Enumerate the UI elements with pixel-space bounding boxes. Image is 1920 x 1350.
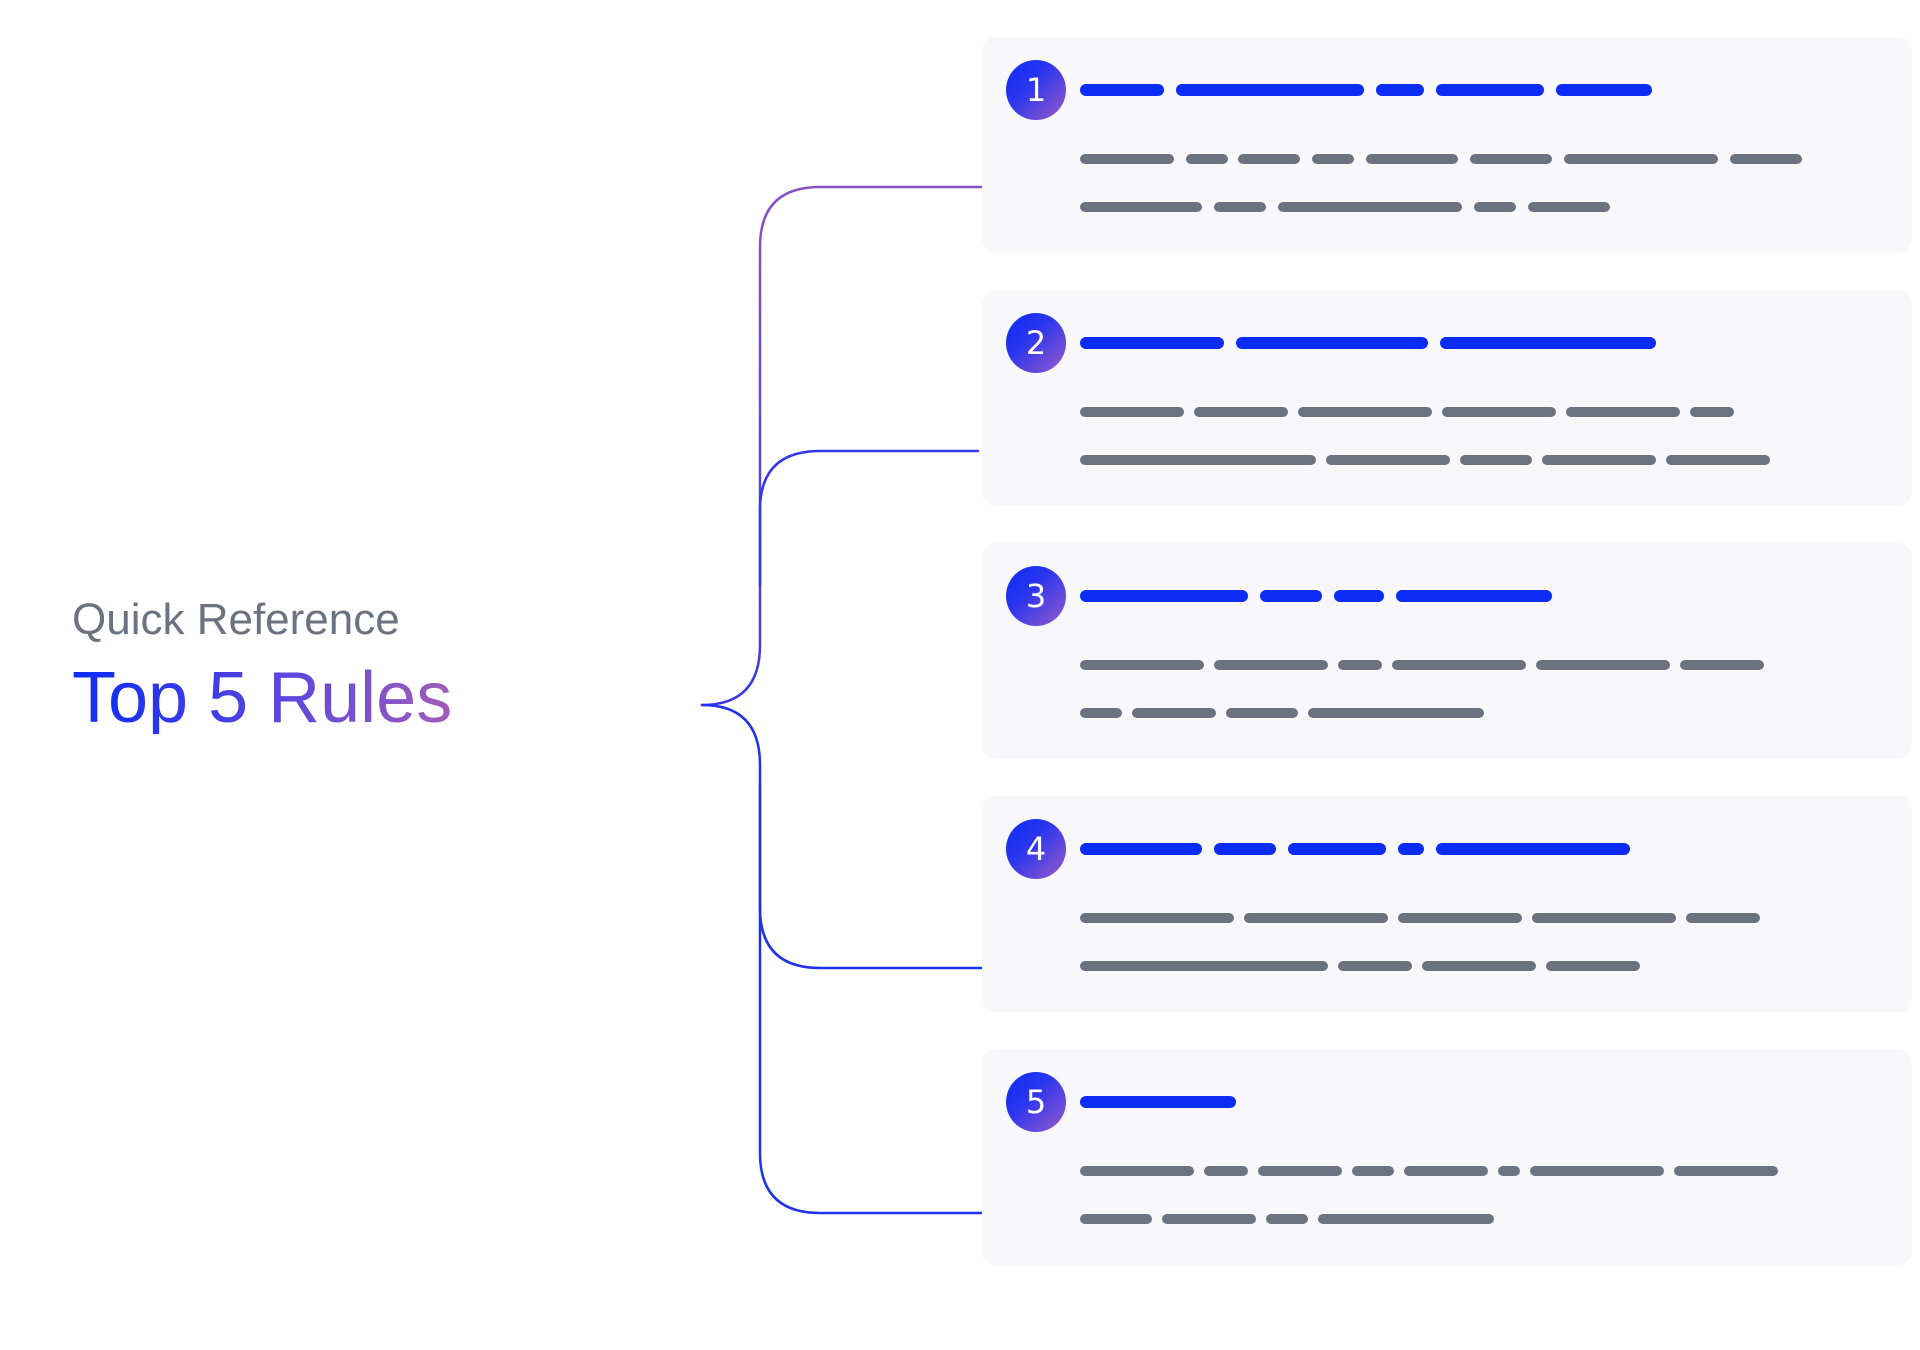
rule-text-placeholder — [1080, 407, 1184, 417]
rule-text-placeholder — [1080, 1214, 1152, 1224]
rule-title-placeholder — [1080, 337, 1224, 349]
rule-title-placeholder — [1236, 337, 1428, 349]
rule-text-placeholder — [1422, 961, 1536, 971]
rule-number-badge: 1 — [1006, 60, 1066, 120]
rule-text-placeholder — [1214, 660, 1328, 670]
rule-text-placeholder — [1498, 1166, 1520, 1176]
rule-text-placeholder — [1546, 961, 1640, 971]
rule-text-placeholder — [1258, 1166, 1342, 1176]
rule-title-placeholder — [1396, 590, 1552, 602]
rule-text-placeholder — [1080, 913, 1234, 923]
rule-text-placeholder — [1226, 708, 1298, 718]
rule-text-placeholder — [1312, 154, 1354, 164]
rule-text-placeholder — [1318, 1214, 1494, 1224]
rule-text-placeholder — [1564, 154, 1718, 164]
rule-text-placeholder — [1080, 961, 1328, 971]
rule-number-badge: 2 — [1006, 313, 1066, 373]
rule-title-placeholder — [1260, 590, 1322, 602]
rule-text-placeholder — [1338, 660, 1382, 670]
rule-text-placeholder — [1686, 913, 1760, 923]
rule-title-placeholder — [1176, 84, 1364, 96]
rule-text-placeholder — [1080, 154, 1174, 164]
rule-text-placeholder — [1266, 1214, 1308, 1224]
rule-text-placeholder — [1204, 1166, 1248, 1176]
rule-title-placeholder — [1376, 84, 1424, 96]
rule-text-placeholder — [1566, 407, 1680, 417]
rule-title-placeholder — [1288, 843, 1386, 855]
rule-text-placeholder — [1404, 1166, 1488, 1176]
rule-text-placeholder — [1542, 455, 1656, 465]
rule-title-placeholder — [1080, 84, 1164, 96]
rule-card-2: 2 — [982, 290, 1912, 506]
connector-branch-2 — [758, 449, 980, 587]
rule-card-4: 4 — [982, 796, 1912, 1012]
rule-text-placeholder — [1214, 202, 1266, 212]
rule-text-placeholder — [1392, 660, 1526, 670]
rule-text-placeholder — [1278, 202, 1462, 212]
rule-text-placeholder — [1162, 1214, 1256, 1224]
subtitle: Quick Reference — [72, 595, 400, 644]
rule-card-1: 1 — [982, 37, 1912, 253]
rule-text-placeholder — [1080, 202, 1202, 212]
rule-title-placeholder — [1334, 590, 1384, 602]
connector-branch-4 — [700, 703, 984, 970]
rule-title-placeholder — [1398, 843, 1424, 855]
rule-text-placeholder — [1366, 154, 1458, 164]
rule-text-placeholder — [1536, 660, 1670, 670]
connector-branch-5 — [758, 783, 984, 1215]
rule-text-placeholder — [1460, 455, 1532, 465]
connector-branch-1 — [700, 185, 984, 707]
rule-text-placeholder — [1080, 455, 1316, 465]
rule-text-placeholder — [1352, 1166, 1394, 1176]
rule-text-placeholder — [1474, 202, 1516, 212]
rule-text-placeholder — [1690, 407, 1734, 417]
rule-text-placeholder — [1244, 913, 1388, 923]
rule-text-placeholder — [1194, 407, 1288, 417]
rule-text-placeholder — [1326, 455, 1450, 465]
rule-text-placeholder — [1532, 913, 1676, 923]
rule-text-placeholder — [1298, 407, 1432, 417]
rule-text-placeholder — [1680, 660, 1764, 670]
rule-text-placeholder — [1730, 154, 1802, 164]
rule-text-placeholder — [1470, 154, 1552, 164]
rule-title-placeholder — [1436, 84, 1544, 96]
rule-text-placeholder — [1080, 708, 1122, 718]
rule-title-placeholder — [1556, 84, 1652, 96]
rule-number-badge: 4 — [1006, 819, 1066, 879]
page-title: Top 5 Rules — [72, 658, 453, 738]
rule-title-placeholder — [1080, 590, 1248, 602]
rule-title-placeholder — [1080, 843, 1202, 855]
rule-text-placeholder — [1530, 1166, 1664, 1176]
rule-title-placeholder — [1080, 1096, 1236, 1108]
rule-text-placeholder — [1528, 202, 1610, 212]
rule-text-placeholder — [1674, 1166, 1778, 1176]
rule-title-placeholder — [1440, 337, 1656, 349]
rule-text-placeholder — [1308, 708, 1484, 718]
rule-card-3: 3 — [982, 543, 1912, 759]
rule-text-placeholder — [1442, 407, 1556, 417]
rule-text-placeholder — [1080, 1166, 1194, 1176]
rule-text-placeholder — [1132, 708, 1216, 718]
rule-text-placeholder — [1338, 961, 1412, 971]
rule-text-placeholder — [1080, 660, 1204, 670]
rule-text-placeholder — [1666, 455, 1770, 465]
diagram-header: Quick Reference Top 5 Rules — [72, 595, 453, 738]
rule-text-placeholder — [1238, 154, 1300, 164]
rule-number-badge: 3 — [1006, 566, 1066, 626]
rule-text-placeholder — [1398, 913, 1522, 923]
rule-title-placeholder — [1214, 843, 1276, 855]
rule-number-badge: 5 — [1006, 1072, 1066, 1132]
rule-card-5: 5 — [982, 1049, 1912, 1265]
rule-title-placeholder — [1436, 843, 1630, 855]
rule-text-placeholder — [1186, 154, 1228, 164]
